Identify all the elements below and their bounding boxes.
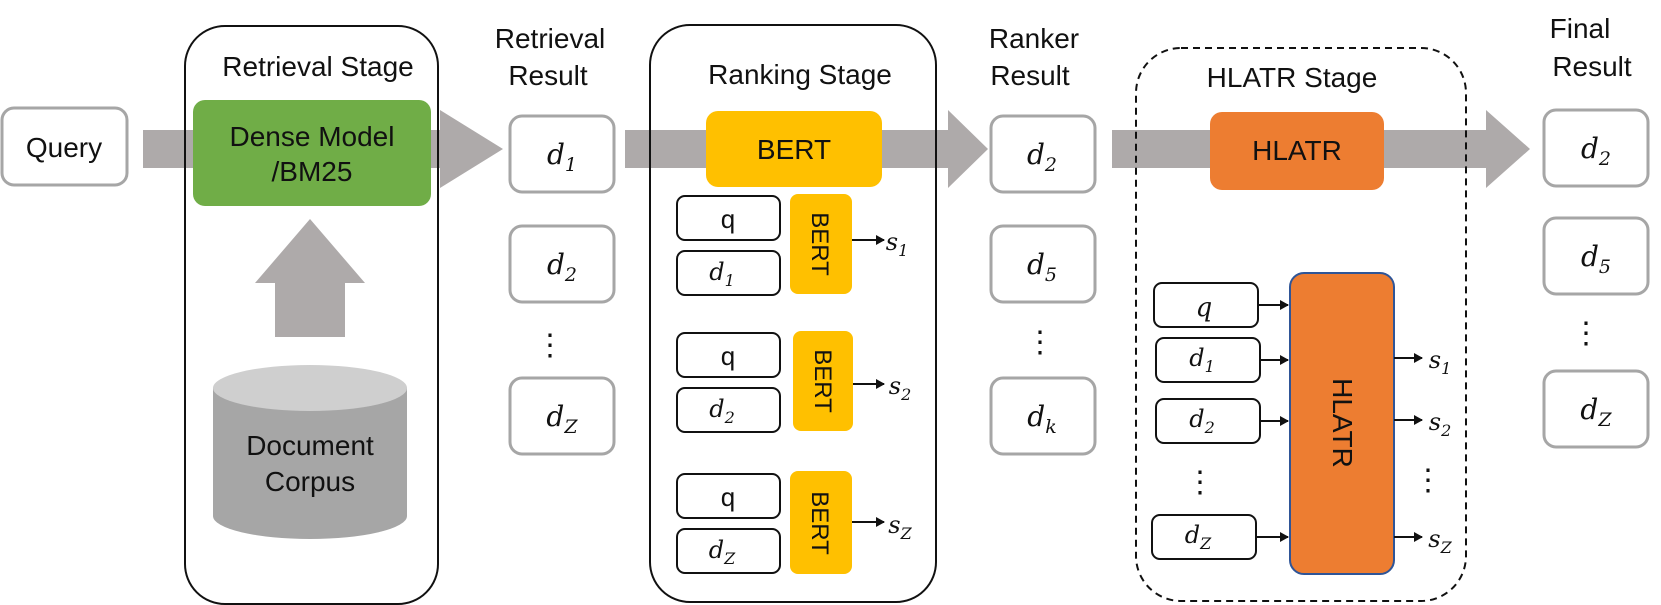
hlatr-block-label: HLATR: [1327, 378, 1358, 468]
ranking-cross-bert-label: BERT: [806, 212, 833, 276]
ranking-query-box: [676, 195, 781, 241]
query-box: [0, 106, 129, 187]
ranking-doc-box: [676, 528, 781, 574]
hlatr-input-label: d1: [1189, 344, 1215, 376]
ranking-query-label: q: [721, 204, 735, 234]
retrieval-result-ellipsis: ⋮: [535, 329, 565, 362]
final-result-item-box: [1542, 108, 1650, 188]
ranking-doc-label: d1: [709, 258, 735, 290]
final-result-ellipsis: ⋮: [1571, 317, 1601, 350]
ranking-doc-box: [676, 387, 781, 433]
retrieval-result-item: d1: [547, 138, 577, 176]
ranking-doc-label: dZ: [709, 536, 736, 568]
retrieval-result-title-line1: Retrieval: [495, 23, 605, 54]
hlatr-output-label: sZ: [1428, 525, 1452, 557]
bert-model-label: BERT: [757, 134, 831, 165]
ranker-result-title-line2: Result: [990, 60, 1070, 91]
hlatr-model-label: HLATR: [1252, 135, 1342, 166]
ranking-score-label: s1: [886, 228, 909, 260]
ranking-query-label: q: [721, 341, 735, 371]
final-result-item: dZ: [1580, 393, 1612, 431]
document-corpus-cylinder: [213, 365, 407, 539]
ranking-stage-title: Ranking Stage: [708, 59, 892, 90]
hlatr-input-ellipsis: ⋮: [1185, 466, 1215, 499]
hlatr-output-ellipsis: ⋮: [1413, 464, 1443, 497]
dense-model-box: [193, 100, 431, 206]
dense-model-label-line1: Dense Model: [230, 121, 395, 152]
retrieval-result-item: d2: [547, 248, 577, 286]
ranker-result-item-box: [989, 114, 1097, 194]
retrieval-result-title-line2: Result: [508, 60, 588, 91]
ranking-cross-bert-box: [793, 331, 853, 431]
hlatr-output-label: s1: [1429, 346, 1452, 378]
ranker-result-ellipsis: ⋮: [1025, 326, 1055, 359]
ranker-result-item: d5: [1027, 248, 1057, 286]
ranker-result-item-box: [989, 376, 1097, 456]
retrieval-result-item-box: [508, 376, 616, 456]
ranking-doc-label: d2: [709, 395, 735, 427]
ranking-stage-frame: [649, 24, 937, 603]
ranking-query-box: [676, 473, 781, 519]
document-corpus-label-line1: Document: [246, 430, 374, 461]
retrieval-result-item-box: [508, 224, 616, 304]
ranking-doc-box: [676, 250, 781, 296]
retrieval-stage-title: Retrieval Stage: [222, 51, 413, 82]
hlatr-model-box: [1210, 112, 1384, 190]
retrieval-result-item-box: [508, 114, 616, 194]
final-result-title-line1: Final: [1550, 13, 1611, 44]
hlatr-input-label: dZ: [1185, 521, 1212, 553]
ranker-result-item-box: [989, 224, 1097, 304]
ranker-result-item: d2: [1027, 138, 1057, 176]
ranker-result-item: dk: [1027, 400, 1056, 438]
hlatr-input-label: d2: [1189, 405, 1215, 437]
final-result-item-box: [1542, 369, 1650, 449]
ranking-score-label: sZ: [888, 511, 912, 543]
ranking-cross-bert-box: [790, 471, 852, 574]
hlatr-output-label: s2: [1429, 408, 1452, 440]
ranking-cross-bert-label: BERT: [809, 349, 836, 413]
bert-model-box: [706, 111, 882, 187]
retrieval-stage-frame: [184, 25, 439, 605]
hlatr-input-label: q: [1196, 293, 1213, 323]
retrieval-result-item: dZ: [546, 400, 578, 438]
ranking-query-box: [676, 332, 781, 378]
query-label: Query: [26, 132, 102, 163]
document-corpus-label-line2: Corpus: [265, 466, 355, 497]
hlatr-block: [1289, 272, 1395, 575]
flow-arrow-corpus-to-dense-model: [255, 219, 365, 337]
ranking-score-label: s2: [889, 372, 912, 404]
final-result-item: d5: [1581, 240, 1611, 278]
hlatr-stage-title: HLATR Stage: [1207, 62, 1378, 93]
dense-model-label-line2: /BM25: [272, 156, 353, 187]
final-result-item: d2: [1581, 132, 1611, 170]
final-result-item-box: [1542, 216, 1650, 296]
ranking-cross-bert-label: BERT: [806, 491, 833, 555]
ranking-query-label: q: [721, 482, 735, 512]
ranker-result-title-line1: Ranker: [989, 23, 1079, 54]
ranking-cross-bert-box: [790, 194, 852, 294]
final-result-title-line2: Result: [1552, 51, 1632, 82]
hlatr-stage-frame: [1135, 47, 1467, 602]
